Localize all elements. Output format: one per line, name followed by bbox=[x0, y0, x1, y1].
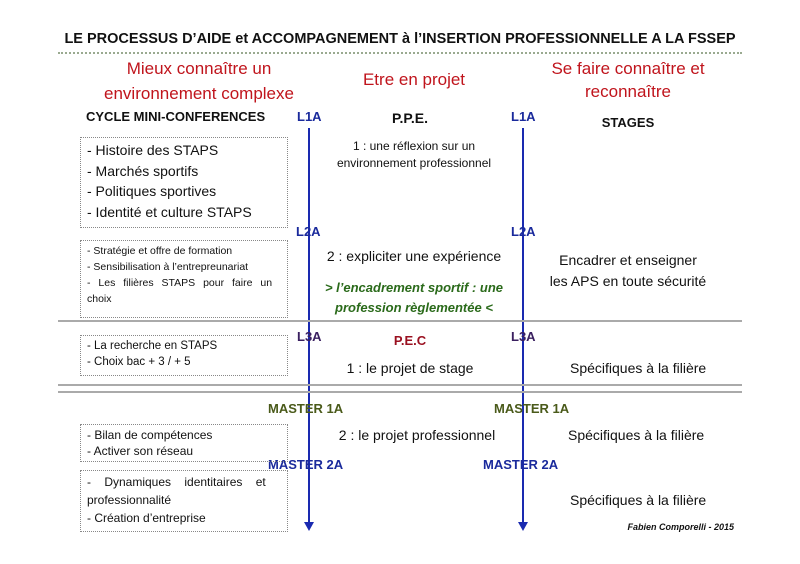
column-heading-left-2: environnement complexe bbox=[104, 84, 294, 103]
box-item: - Marchés sportifs bbox=[87, 162, 199, 179]
box-item: - Identité et culture STAPS bbox=[87, 203, 252, 220]
step-2-ppe: 2 : expliciter une expérience bbox=[326, 248, 502, 264]
box-l1: - Histoire des STAPS - Marchés sportifs … bbox=[80, 137, 288, 228]
year-l3a-right: L3A bbox=[511, 329, 536, 344]
box-m2: - Dynamiques identitaires et professionn… bbox=[80, 470, 288, 532]
stage-m2: Spécifiques à la filière bbox=[570, 492, 707, 508]
arrow-down-icon bbox=[518, 522, 528, 531]
box-l3: - La recherche en STAPS - Choix bac + 3 … bbox=[80, 335, 288, 376]
box-item: professionnalité bbox=[87, 493, 172, 507]
box-item: - Histoire des STAPS bbox=[87, 142, 219, 158]
subhead-left: CYCLE MINI-CONFERENCES bbox=[86, 109, 266, 124]
year-m1-left: MASTER 1A bbox=[268, 401, 344, 416]
year-l1a-right: L1A bbox=[511, 109, 536, 124]
column-heading-middle: Etre en projet bbox=[362, 70, 466, 89]
box-item: - Les filières STAPS pour faire un bbox=[87, 277, 273, 289]
page-title: LE PROCESSUS D’AIDE et ACCOMPAGNEMENT à … bbox=[64, 31, 736, 47]
box-item: - La recherche en STAPS bbox=[87, 340, 218, 352]
box-item: - Choix bac + 3 / + 5 bbox=[87, 356, 191, 368]
note-text: profession règlementée < bbox=[335, 300, 493, 315]
pec-heading: P.E.C bbox=[393, 333, 427, 348]
year-l1a-left: L1A bbox=[297, 109, 322, 124]
column-heading-left-1: Mieux connaître un bbox=[126, 59, 272, 78]
stage-l3: Spécifiques à la filière bbox=[570, 360, 707, 376]
divider-l2-l3 bbox=[58, 320, 742, 322]
column-heading-right-1: Se faire connaître et bbox=[551, 59, 705, 78]
box-item: - Activer son réseau bbox=[87, 444, 194, 458]
stage-m1: Spécifiques à la filière bbox=[568, 427, 705, 443]
title-divider bbox=[58, 52, 742, 54]
subhead-middle: P.P.E. bbox=[391, 110, 429, 126]
divider-l3-master-2 bbox=[58, 391, 742, 393]
step-1-ppe: 1 : une réflexion sur un environnement p… bbox=[337, 138, 491, 172]
stage-text: Encadrer et enseigner bbox=[559, 252, 697, 268]
timeline-right bbox=[522, 128, 524, 526]
stage-l2: Encadrer et enseigner les APS en toute s… bbox=[550, 250, 706, 292]
arrow-down-icon bbox=[304, 522, 314, 531]
step-1-pec: 1 : le projet de stage bbox=[346, 360, 474, 376]
box-item: - Dynamiques identitaires et bbox=[87, 475, 266, 489]
timeline-left bbox=[308, 128, 310, 526]
step-text: environnement professionnel bbox=[336, 156, 492, 170]
box-l2: - Stratégie et offre de formation - Sens… bbox=[80, 240, 288, 318]
year-l3a-left: L3A bbox=[297, 329, 322, 344]
box-m1: - Bilan de compétences - Activer son rés… bbox=[80, 424, 288, 462]
stage-text: les APS en toute sécurité bbox=[549, 273, 707, 289]
step-text: 1 : une réflexion sur un bbox=[352, 139, 476, 153]
author-credit: Fabien Comporelli - 2015 bbox=[627, 522, 734, 532]
note-text: > l’encadrement sportif : une bbox=[324, 280, 504, 295]
year-l2a-left: L2A bbox=[296, 224, 321, 239]
box-item: - Sensibilisation à l’entrepreunariat bbox=[87, 261, 249, 273]
divider-l3-master bbox=[58, 384, 742, 386]
year-l2a-right: L2A bbox=[511, 224, 536, 239]
box-item: choix bbox=[87, 293, 112, 305]
year-m2-left: MASTER 2A bbox=[268, 457, 344, 472]
column-heading-right-2: reconnaître bbox=[585, 82, 671, 101]
year-m1-right: MASTER 1A bbox=[494, 401, 570, 416]
box-item: - Politiques sportives bbox=[87, 183, 217, 199]
year-m2-right: MASTER 2A bbox=[483, 457, 559, 472]
subhead-right: STAGES bbox=[601, 115, 655, 130]
box-item: - Bilan de compétences bbox=[87, 428, 213, 442]
box-item: - Création d’entreprise bbox=[87, 511, 206, 525]
step-2-pec: 2 : le projet professionnel bbox=[338, 427, 496, 443]
regulation-note: > l’encadrement sportif : une profession… bbox=[325, 278, 503, 318]
box-item: - Stratégie et offre de formation bbox=[87, 245, 233, 257]
